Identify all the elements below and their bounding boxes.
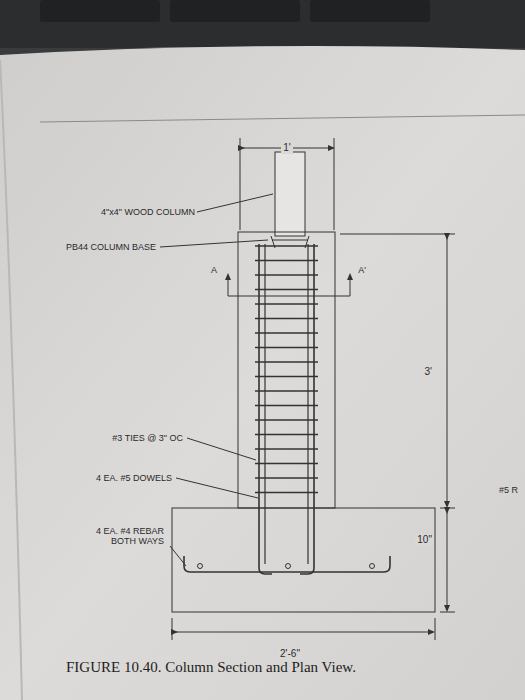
tie — [255, 303, 318, 304]
extension-line — [334, 138, 335, 230]
dowel — [259, 244, 272, 574]
dowel — [307, 244, 308, 564]
tie — [255, 245, 318, 246]
dimension-text: 10" — [415, 534, 434, 546]
section-arrow — [228, 276, 229, 296]
header-rule — [40, 115, 525, 122]
dimension-line — [447, 511, 448, 609]
extension-line — [340, 234, 455, 235]
tie — [255, 492, 318, 493]
page-edge — [0, 60, 22, 700]
extension-line — [172, 618, 173, 640]
section-mark: A' — [358, 265, 366, 275]
extension-line — [435, 618, 436, 640]
figure-caption: FIGURE 10.40. Column Section and Plan Vi… — [66, 659, 356, 676]
tie — [255, 390, 318, 391]
drawing-part — [160, 138, 455, 640]
tie — [255, 260, 318, 261]
wood-column — [275, 152, 305, 236]
bottom-rebar — [184, 556, 390, 572]
callout-text: 4"x4" WOOD COLUMN — [101, 207, 195, 217]
extension-line — [240, 138, 241, 230]
key — [170, 0, 300, 22]
book-page — [0, 46, 525, 700]
section-line — [228, 295, 350, 296]
callout-text: #3 TIES @ 3" OC — [112, 433, 183, 443]
leader-line — [187, 438, 256, 460]
section-mark: A — [211, 265, 217, 275]
dimension-text: 1' — [281, 142, 292, 154]
callout-text: #5 R — [499, 485, 518, 495]
leader-line — [170, 546, 186, 566]
key — [40, 0, 160, 22]
tie — [255, 477, 318, 478]
dowel — [264, 244, 265, 564]
tie — [255, 448, 318, 449]
drawing-part — [255, 246, 318, 493]
tie — [255, 332, 318, 333]
leader-line — [160, 240, 268, 247]
leader-line — [176, 478, 258, 498]
pier — [238, 232, 335, 508]
tie — [255, 376, 318, 377]
tie — [255, 274, 318, 275]
extension-line — [440, 508, 455, 509]
tie — [255, 405, 318, 406]
dimension-text: 2'-6" — [278, 648, 302, 660]
key — [310, 0, 430, 22]
footing — [172, 508, 435, 612]
rebar-section — [286, 564, 291, 569]
tie — [255, 463, 318, 464]
dimension-text: 3' — [423, 366, 434, 378]
tie — [255, 434, 318, 435]
dowel — [300, 244, 314, 574]
callout-text: 4 EA. #4 REBAR BOTH WAYS — [74, 526, 164, 547]
tie — [255, 419, 318, 420]
rebar-section — [198, 564, 203, 569]
callout-text: 4 EA. #5 DOWELS — [96, 473, 172, 483]
tie — [255, 289, 318, 290]
section-arrow — [350, 276, 351, 296]
keyboard — [0, 0, 525, 48]
dimension-line — [447, 237, 448, 505]
leader-line — [197, 194, 273, 212]
tie — [255, 361, 318, 362]
dimension-line — [175, 632, 432, 633]
rebar-section — [370, 564, 375, 569]
extension-line — [440, 612, 455, 613]
callout-text: PB44 COLUMN BASE — [66, 242, 156, 252]
tie — [255, 347, 318, 348]
tie — [255, 318, 318, 319]
